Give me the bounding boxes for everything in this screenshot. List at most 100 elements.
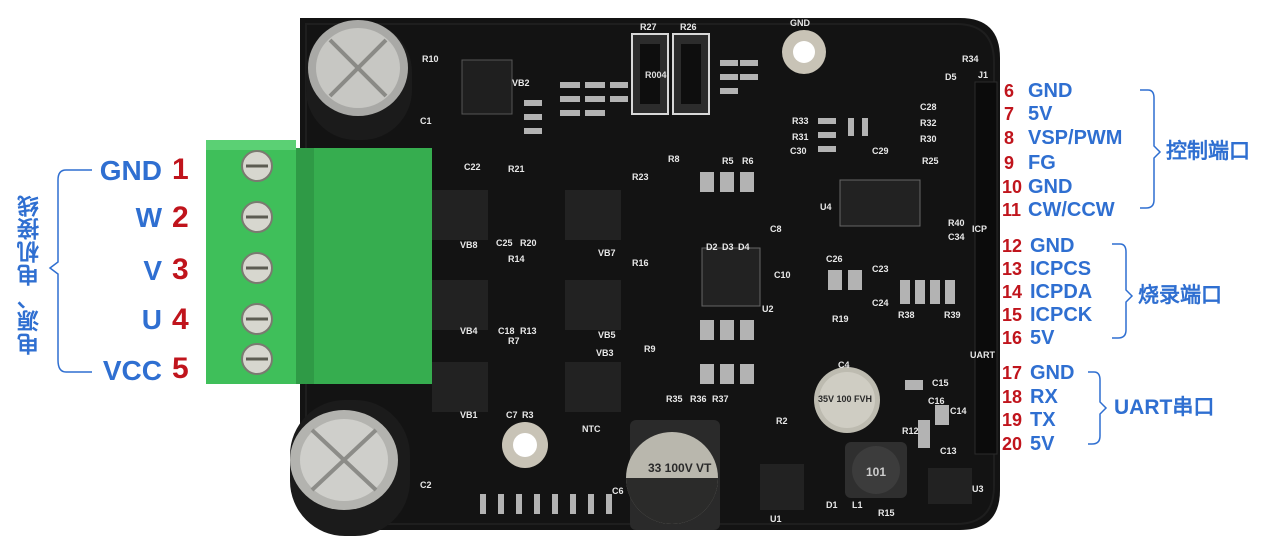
- silk-r27: R27: [640, 22, 657, 32]
- capacitor-c2: [290, 400, 410, 536]
- pin-number: 12: [1002, 236, 1023, 256]
- silk-c30: C30: [790, 146, 807, 156]
- silk-r20: R20: [520, 238, 537, 248]
- silk-c6: C6: [612, 486, 624, 496]
- pin-header-j1: [974, 81, 998, 455]
- left-pin-name: U: [141, 304, 162, 335]
- silk-r37: R37: [712, 394, 729, 404]
- screw-terminal-block: [206, 140, 432, 384]
- pin-name: RX: [1030, 386, 1058, 408]
- pin-number: 16: [1002, 328, 1023, 348]
- left-pin-number: 1: [172, 153, 189, 186]
- mosfet-vb8: [432, 190, 488, 240]
- silk-d2: D2: [706, 242, 718, 252]
- silk-r26: R26: [680, 22, 697, 32]
- pin-name: GND: [1028, 176, 1073, 198]
- silk-r9: R9: [644, 344, 656, 354]
- silk-u1: U1: [770, 514, 782, 524]
- left-pin-number: 4: [172, 303, 189, 336]
- silk-c4: C4: [838, 360, 850, 370]
- pin-name: TX: [1030, 409, 1056, 431]
- silk-gnd: GND: [790, 18, 811, 28]
- silk-c23: C23: [872, 264, 889, 274]
- mosfet-vb3: [565, 362, 621, 412]
- silk-c8: C8: [770, 224, 782, 234]
- pin-number: 10: [1002, 177, 1023, 197]
- silk-ntc: NTC: [582, 424, 601, 434]
- pin-number: 19: [1002, 410, 1023, 430]
- silk-c16: C16: [928, 396, 945, 406]
- silk-r38: R38: [898, 310, 915, 320]
- chip-u4: [839, 179, 921, 227]
- pin-number: 6: [1004, 81, 1015, 101]
- silk-c7: C7: [506, 410, 518, 420]
- pin-name: ICPDA: [1030, 281, 1093, 303]
- silk-r31: R31: [792, 132, 809, 142]
- silk-c22: C22: [464, 162, 481, 172]
- chip-u3: [928, 468, 972, 504]
- left-group-label: 电源、电机接线: [17, 194, 42, 355]
- pin-name: FG: [1028, 152, 1056, 174]
- left-pin-name: W: [135, 202, 162, 233]
- silk-r7: R7: [508, 336, 520, 346]
- silk-r10: R10: [422, 54, 439, 64]
- silk-r34: R34: [962, 54, 979, 64]
- silk-r25: R25: [922, 156, 939, 166]
- capacitor-c4: [814, 367, 880, 433]
- silk-cap-c4: 35V 100 FVH: [818, 394, 872, 404]
- silk-r19: R19: [832, 314, 849, 324]
- silk-j1: J1: [978, 70, 988, 80]
- silk-inductor: 101: [866, 465, 886, 479]
- silk-r2: R2: [776, 416, 788, 426]
- silk-vb4: VB4: [460, 326, 478, 336]
- pin-number: 14: [1002, 282, 1023, 302]
- pin-number: 9: [1004, 153, 1015, 173]
- silk-r3: R3: [522, 410, 534, 420]
- silk-c18: C18: [498, 326, 515, 336]
- silk-c34: C34: [948, 232, 965, 242]
- silk-r6: R6: [742, 156, 754, 166]
- group-label-icp: 烧录端口: [1138, 284, 1222, 307]
- bracket-icp: [1112, 243, 1134, 339]
- silk-r36: R36: [690, 394, 707, 404]
- silk-c29: C29: [872, 146, 889, 156]
- silk-r12: R12: [902, 426, 919, 436]
- pin-number: 17: [1002, 363, 1023, 383]
- silk-cap-c6: 33 100V VT: [648, 461, 712, 475]
- chip-u1: [760, 464, 804, 510]
- silk-r5: R5: [722, 156, 734, 166]
- pin-number: 13: [1002, 259, 1023, 279]
- silk-c24: C24: [872, 298, 889, 308]
- pin-name: GND: [1030, 235, 1075, 257]
- chip-vb2: [461, 59, 513, 115]
- silk-vb3: VB3: [596, 348, 614, 358]
- left-pin-number: 3: [172, 253, 189, 286]
- silk-d1: D1: [826, 500, 838, 510]
- bracket-control: [1140, 89, 1162, 209]
- silk-c13: C13: [940, 446, 957, 456]
- pin-number: 7: [1004, 104, 1015, 124]
- silk-r32: R32: [920, 118, 937, 128]
- left-bracket: [48, 169, 92, 373]
- silk-c15: C15: [932, 378, 949, 388]
- silk-c14: C14: [950, 406, 967, 416]
- left-pin-name: V: [143, 255, 162, 286]
- left-pin-name: GND: [99, 155, 162, 186]
- silkscreen-labels: R27 R26 GND R34 D5 J1 R10 VB2 R004 C1 R3…: [420, 18, 995, 524]
- silk-r39: R39: [944, 310, 961, 320]
- pin-number: 20: [1002, 434, 1023, 454]
- pin-name: GND: [1030, 362, 1075, 384]
- silk-c2: C2: [420, 480, 432, 490]
- silk-r15: R15: [878, 508, 895, 518]
- mount-hole-top: [782, 30, 826, 74]
- silk-r14: R14: [508, 254, 525, 264]
- inductor-l1: [845, 442, 907, 498]
- smd-pads: [480, 60, 955, 514]
- capacitor-c1: [306, 20, 412, 140]
- pin-name: 5V: [1028, 103, 1053, 125]
- pin-name: VSP/PWM: [1028, 127, 1123, 149]
- silk-r13: R13: [520, 326, 537, 336]
- terminal-screws: [241, 150, 273, 375]
